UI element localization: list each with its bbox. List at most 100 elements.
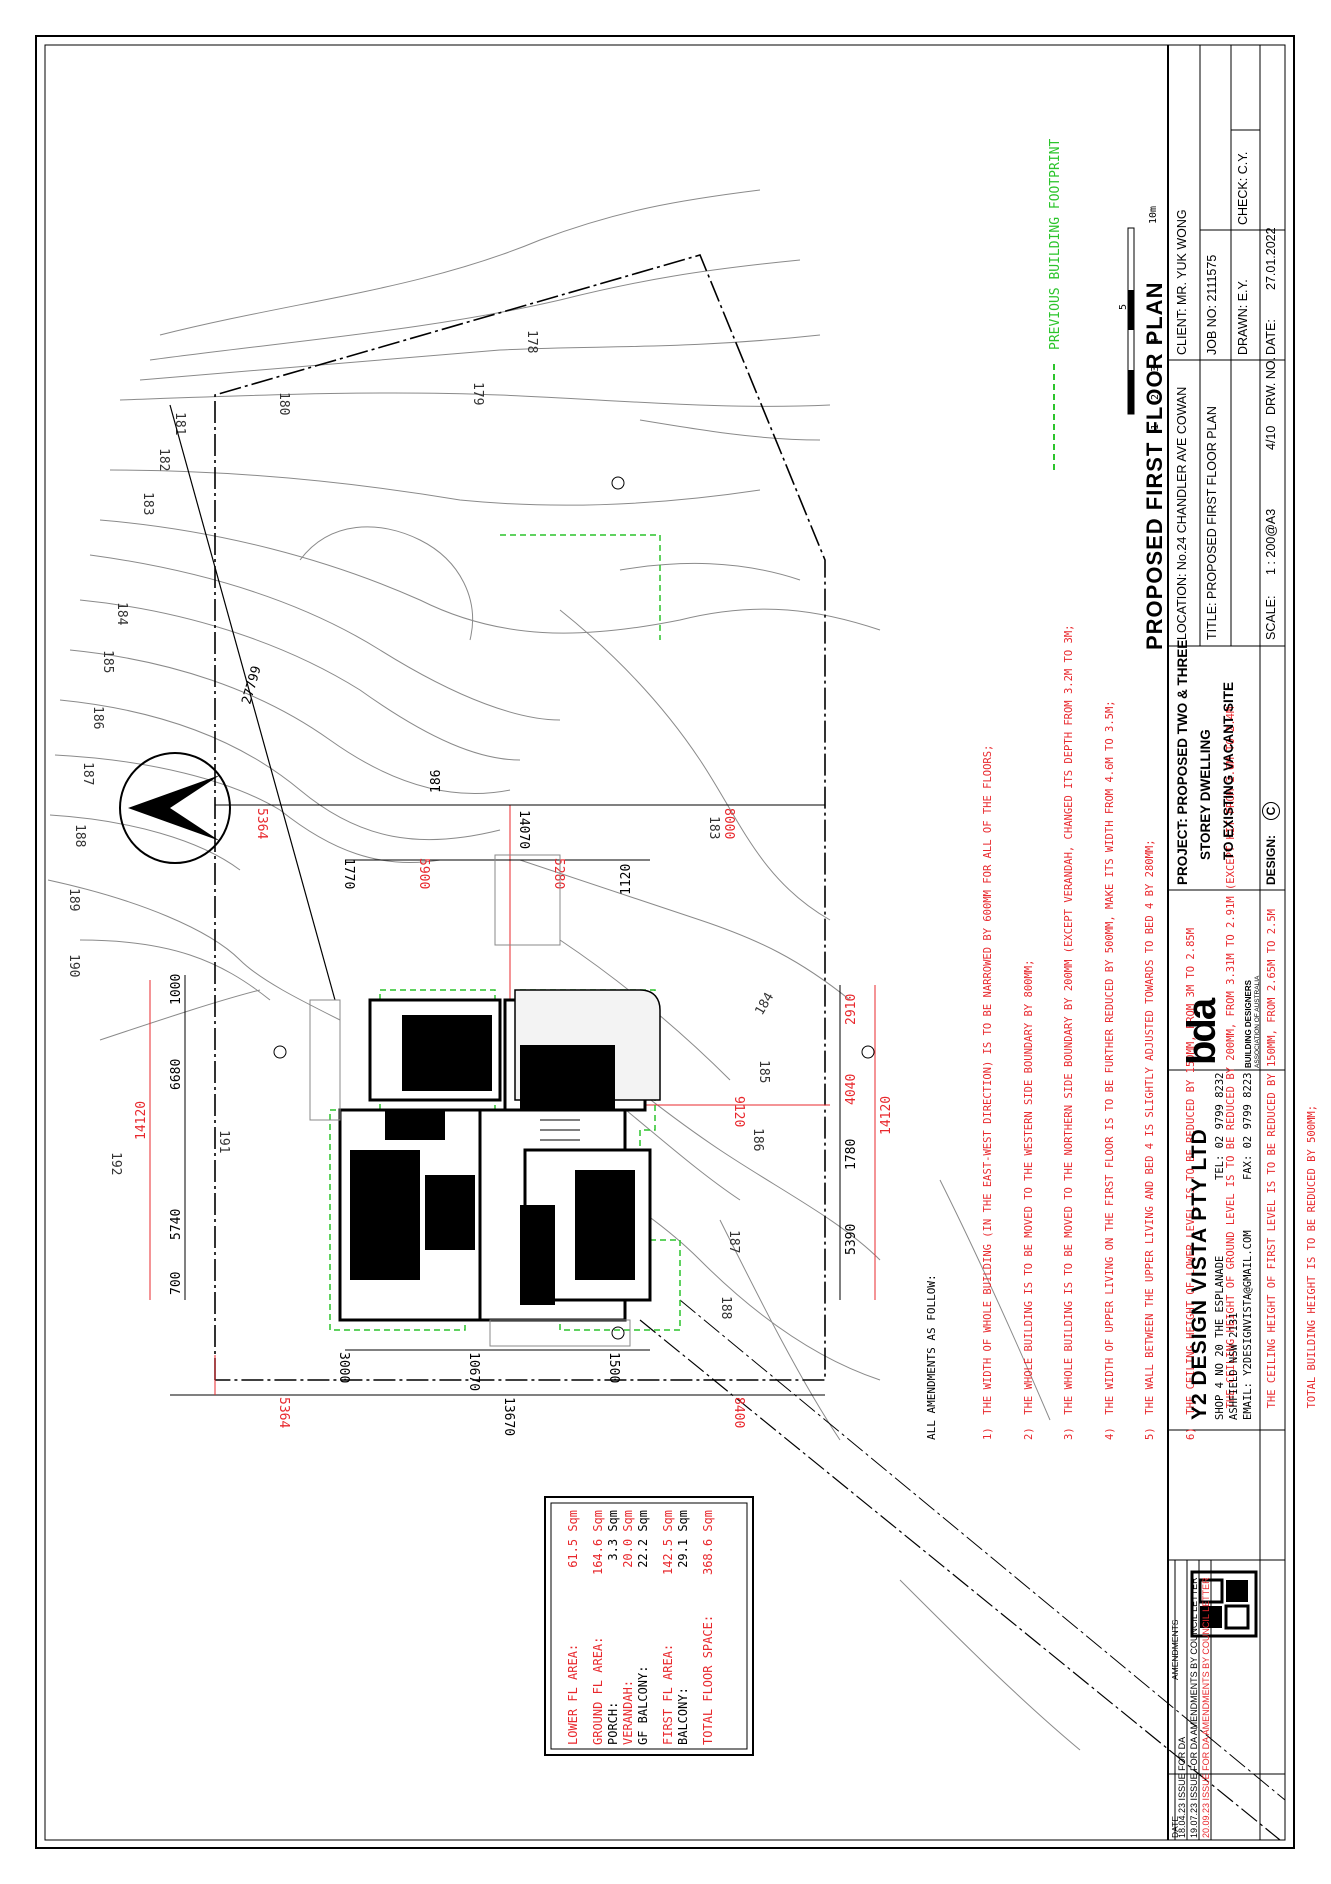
- area-row: FIRST FL AREA:142.5 Sqm: [661, 1510, 675, 1745]
- amend-row: 20.09.23 ISSUE FOR DA AMENDMENTS BY COUN…: [1201, 1577, 1211, 1838]
- dim-top-mid: 186: [429, 770, 444, 793]
- dim-top-left: 5364: [254, 808, 269, 839]
- dimension-lines: [149, 804, 876, 1396]
- amend-row: 18.04.23 ISSUE FOR DA: [1177, 1736, 1187, 1838]
- dim-left-b: 6680: [169, 1059, 184, 1090]
- amendment-item: THE CEILING HEIGHT OF FIRST LEVEL IS TO …: [1265, 908, 1278, 1440]
- contour-label: 183: [140, 492, 155, 515]
- scale-tick-1: 1: [1150, 423, 1161, 430]
- amendment-item: 3) THE WHOLE BUILDING IS TO BE MOVED TO …: [1063, 624, 1075, 1440]
- site-boundary: [214, 254, 826, 1381]
- project-line-1: PROJECT: PROPOSED TWO & THREE: [1175, 639, 1190, 885]
- tb-check: CHECK: C.Y.: [1236, 151, 1250, 225]
- dim-top-d1: 1770: [341, 858, 356, 889]
- tb-date-label: DATE:: [1264, 319, 1278, 355]
- dim-right-d: 5390: [844, 1224, 859, 1255]
- tb-date: 27.01.2022: [1264, 227, 1278, 290]
- company-email: EMAIL: Y2DESIGNVISTA@GMAIL.COM: [1242, 1230, 1254, 1420]
- contour-label: 183: [706, 816, 721, 839]
- diagonal-dimension-line: [169, 404, 336, 1001]
- contour-label: 179: [470, 382, 485, 405]
- inner-border: [44, 44, 1286, 1841]
- bda-line-1: BUILDING DESIGNERS: [1244, 979, 1253, 1068]
- amendment-item: 1) THE WIDTH OF WHOLE BUILDING (IN THE E…: [982, 744, 994, 1440]
- contour-label: 188: [718, 1296, 733, 1319]
- company-address-2: ASHFIELD NSW 2131: [1228, 1312, 1240, 1420]
- scale-end-label: 10m: [1148, 205, 1159, 224]
- dim-width: 9120: [731, 1096, 746, 1127]
- scale-tick-2: 2: [1150, 393, 1161, 400]
- contour-label: 186: [90, 706, 105, 729]
- contour-label: 191: [216, 1130, 231, 1153]
- dim-top-total: 14070: [516, 810, 531, 849]
- dim-left-d: 700: [169, 1272, 184, 1295]
- contour-label: 185: [100, 650, 115, 673]
- easement-line: [639, 1319, 1281, 1841]
- scale-tick-5: 5: [1118, 303, 1129, 310]
- tb-sheet: 4/10: [1264, 425, 1278, 450]
- area-row: GF BALCONY:22.2 Sqm: [636, 1510, 650, 1745]
- project-line-3: TO EXISTING VACANT SITE: [1221, 681, 1236, 860]
- amendments-list: 1) THE WIDTH OF WHOLE BUILDING (IN THE E…: [955, 624, 1331, 1440]
- company-address-1: SHOP 4 NO 20 THE ESPLANADE: [1214, 1255, 1226, 1420]
- easement-line-2: [679, 1299, 1286, 1801]
- dim-top-d2: 5900: [416, 858, 431, 889]
- dim-left-total: 14120: [134, 1101, 149, 1140]
- amendment-item: TOTAL BUILDING HEIGHT IS TO BE REDUCED B…: [1306, 1104, 1318, 1440]
- contour-label: 188: [72, 824, 87, 847]
- company-fax: FAX: 02 9799 8223: [1242, 1072, 1254, 1180]
- footprint-legend: PREVIOUS BUILDING FOOTPRINT: [1048, 138, 1063, 350]
- contour-label: 192: [108, 1152, 123, 1175]
- tb-scale-label: SCALE:: [1264, 595, 1278, 640]
- contour-label: 184: [114, 602, 129, 626]
- contour-label: 182: [156, 448, 171, 471]
- y2-logo: [1190, 1570, 1258, 1638]
- contour-label: 181: [172, 412, 187, 435]
- plan-title: PROPOSED FIRST FLOOR PLAN: [1142, 281, 1167, 650]
- design-label: DESIGN:: [1264, 834, 1278, 885]
- north-arrow: [119, 752, 231, 864]
- dim-bottom-total: 13670: [501, 1397, 516, 1436]
- dim-right-c: 1780: [844, 1139, 859, 1170]
- dim-top-d4: 1120: [619, 864, 634, 895]
- amendments-heading: ALL AMENDMENTS AS FOLLOW:: [925, 1274, 938, 1440]
- dim-left-a: 1000: [169, 974, 184, 1005]
- dim-bottom-right: 8400: [731, 1397, 746, 1428]
- tb-drawn: DRAWN: E.Y.: [1236, 279, 1250, 355]
- area-table: LOWER FL AREA:61.5 Sqm GROUND FL AREA:16…: [566, 1510, 716, 1745]
- company-name: Y2 DESIGN VISTA PTY LTD: [1188, 1128, 1211, 1420]
- scale-bar: [1127, 227, 1135, 415]
- contour-label: 190: [66, 954, 81, 977]
- tb-job: JOB NO: 2111575: [1205, 254, 1219, 355]
- contour-label: 189: [66, 888, 81, 911]
- bda-logo: bda: [1180, 999, 1224, 1065]
- contour-label: 186: [750, 1128, 765, 1151]
- dim-left-c: 5740: [169, 1209, 184, 1240]
- bda-line-2: ASSOCIATION OF AUSTRALIA: [1254, 975, 1261, 1068]
- amend-row: 19.07.23 ISSUE FOR DA AMENDMENTS BY COUN…: [1189, 1577, 1199, 1838]
- contour-label: 184: [752, 990, 777, 1018]
- area-row: TOTAL FLOOR SPACE:368.6 Sqm: [701, 1510, 715, 1745]
- area-row: PORCH:3.3 Sqm: [606, 1510, 620, 1745]
- amendment-item: 2) THE WHOLE BUILDING IS TO BE MOVED TO …: [1022, 959, 1035, 1440]
- contour-label: 178: [524, 330, 539, 353]
- area-table-frame: [544, 1496, 754, 1756]
- outer-border: [35, 35, 1295, 1849]
- tb-location: LOCATION: No.24 CHANDLER AVE COWAN: [1175, 386, 1189, 640]
- tb-title: TITLE: PROPOSED FIRST FLOOR PLAN: [1205, 406, 1219, 640]
- tb-drw-label: DRW. NO.: [1264, 356, 1278, 415]
- tb-client: CLIENT: MR. YUK WONG: [1175, 209, 1189, 355]
- contour-label: 187: [80, 762, 95, 785]
- design-mark: C: [1262, 802, 1280, 820]
- project-line-2: STOREY DWELLING: [1198, 729, 1213, 860]
- amendment-item: 4) THE WIDTH OF UPPER LIVING ON THE FIRS…: [1103, 700, 1116, 1440]
- contour-label: 187: [726, 1230, 741, 1253]
- building-plan: [273, 476, 875, 1347]
- dim-right-b: 4040: [844, 1074, 859, 1105]
- area-row: LOWER FL AREA:61.5 Sqm: [566, 1510, 580, 1745]
- dim-bottom-left: 5364: [276, 1397, 291, 1428]
- dim-top-right: 8000: [721, 808, 736, 839]
- contour-label: 180: [276, 392, 291, 415]
- scale-tick-3: 3: [1150, 365, 1161, 372]
